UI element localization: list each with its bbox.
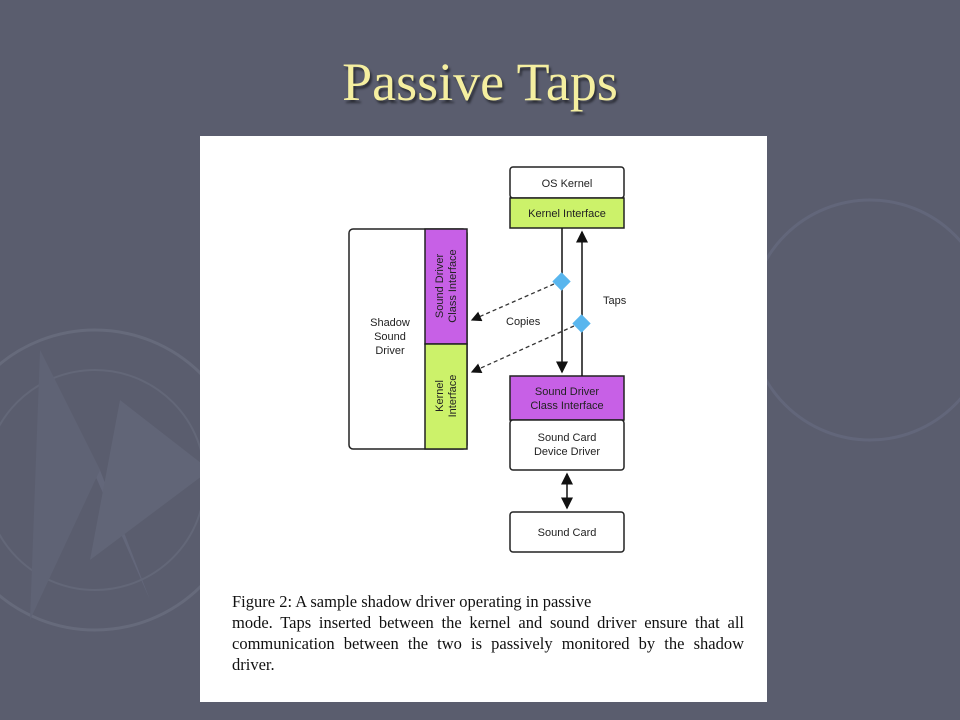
shadow-class-interface-label-2: Class Interface bbox=[447, 249, 459, 322]
sound-card-block: Sound Card bbox=[509, 511, 625, 553]
shadow-driver-label-1: Shadow bbox=[370, 317, 410, 329]
sound-card-device-driver-block: Sound Driver Class Interface Sound Card … bbox=[509, 375, 625, 471]
slide-title: Passive Taps bbox=[342, 52, 618, 112]
shadow-sound-driver-block: Shadow Sound Driver Sound Driver Class I… bbox=[348, 228, 468, 450]
copy-arrow-upper bbox=[470, 283, 555, 322]
shadow-kernel-interface-label-1: Kernel bbox=[434, 380, 446, 412]
figure-caption: Figure 2: A sample shadow driver operati… bbox=[232, 591, 744, 675]
driver-class-interface-label-2: Class Interface bbox=[530, 400, 603, 412]
driver-class-interface-label-1: Sound Driver bbox=[535, 386, 600, 398]
device-driver-label-2: Device Driver bbox=[534, 446, 600, 458]
sound-card-label: Sound Card bbox=[538, 527, 597, 539]
device-driver-label-1: Sound Card bbox=[538, 432, 597, 444]
figure-panel: OS Kernel Kernel Interface Shadow Sound … bbox=[200, 136, 767, 702]
caption-body: mode. Taps inserted between the kernel a… bbox=[232, 613, 744, 674]
kernel-interface-label: Kernel Interface bbox=[528, 208, 606, 220]
tap-diamond-lower bbox=[572, 314, 591, 333]
shadow-driver-diagram: OS Kernel Kernel Interface Shadow Sound … bbox=[348, 166, 627, 553]
taps-label: Taps bbox=[603, 295, 627, 307]
os-kernel-block: OS Kernel Kernel Interface bbox=[509, 166, 625, 229]
os-kernel-label: OS Kernel bbox=[542, 178, 593, 190]
shadow-class-interface-label-1: Sound Driver bbox=[434, 254, 446, 319]
copies-label: Copies bbox=[506, 316, 541, 328]
shadow-kernel-interface-label-2: Interface bbox=[447, 375, 459, 418]
tap-diamond-upper bbox=[552, 272, 571, 291]
copy-arrow-lower bbox=[470, 325, 575, 373]
caption-first-line: Figure 2: A sample shadow driver operati… bbox=[232, 592, 592, 611]
shadow-driver-label-3: Driver bbox=[375, 345, 405, 357]
shadow-driver-label-2: Sound bbox=[374, 331, 406, 343]
